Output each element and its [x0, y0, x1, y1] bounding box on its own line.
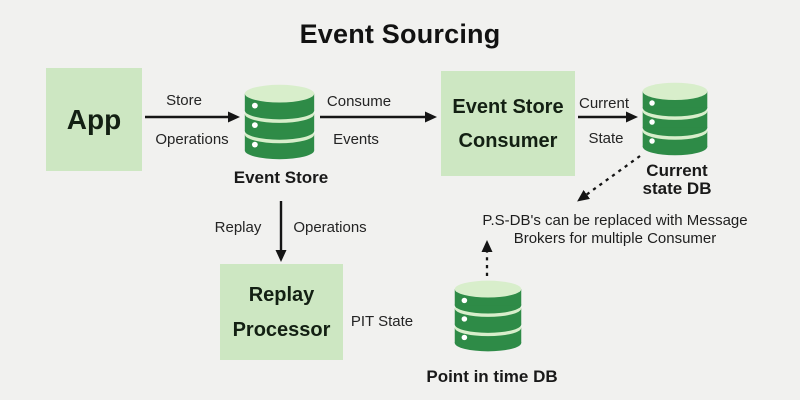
event-store-caption: Event Store — [233, 168, 329, 187]
edge-label-consume: Consume — [326, 93, 392, 110]
point-in-time-database-icon — [453, 279, 523, 353]
edge-label-operations: Operations — [155, 131, 229, 148]
replay-processor-label-line2: Processor — [232, 318, 331, 341]
message-broker-note: P.S-DB's can be replaced with Message Br… — [460, 212, 770, 247]
replay-processor-label-line1: Replay — [248, 283, 315, 306]
message-broker-note-line1: P.S-DB's can be replaced with Message — [482, 212, 748, 229]
app-node-label: App — [66, 103, 122, 135]
edge-label-replay: Replay — [214, 219, 262, 236]
diagram-title: Event Sourcing — [299, 19, 501, 49]
point-in-time-db-caption: Point in time DB — [426, 367, 558, 386]
replay-processor-node: Replay Processor — [220, 264, 343, 360]
message-broker-note-line2: Brokers for multiple Consumer — [513, 229, 717, 247]
edge-label-operations-replay: Operations — [293, 219, 367, 236]
app-node: App — [46, 68, 142, 171]
event-store-consumer-label-line1: Event Store — [452, 95, 564, 118]
edge-label-pit-state: PIT State — [350, 313, 414, 330]
event-store-consumer-node: Event Store Consumer — [441, 71, 575, 176]
current-state-database-icon — [641, 81, 709, 157]
event-store-database-icon — [243, 83, 316, 161]
edge-label-store: Store — [166, 92, 202, 109]
current-state-db-caption-line2: state DB — [642, 178, 712, 198]
current-state-db-caption-line1: Current — [646, 161, 708, 180]
edge-label-events: Events — [333, 131, 379, 148]
current-state-db-caption: Current state DB — [627, 162, 727, 197]
event-store-consumer-label-line2: Consumer — [458, 129, 558, 152]
edge-label-current: Current — [578, 95, 630, 112]
edge-label-state: State — [588, 130, 624, 147]
